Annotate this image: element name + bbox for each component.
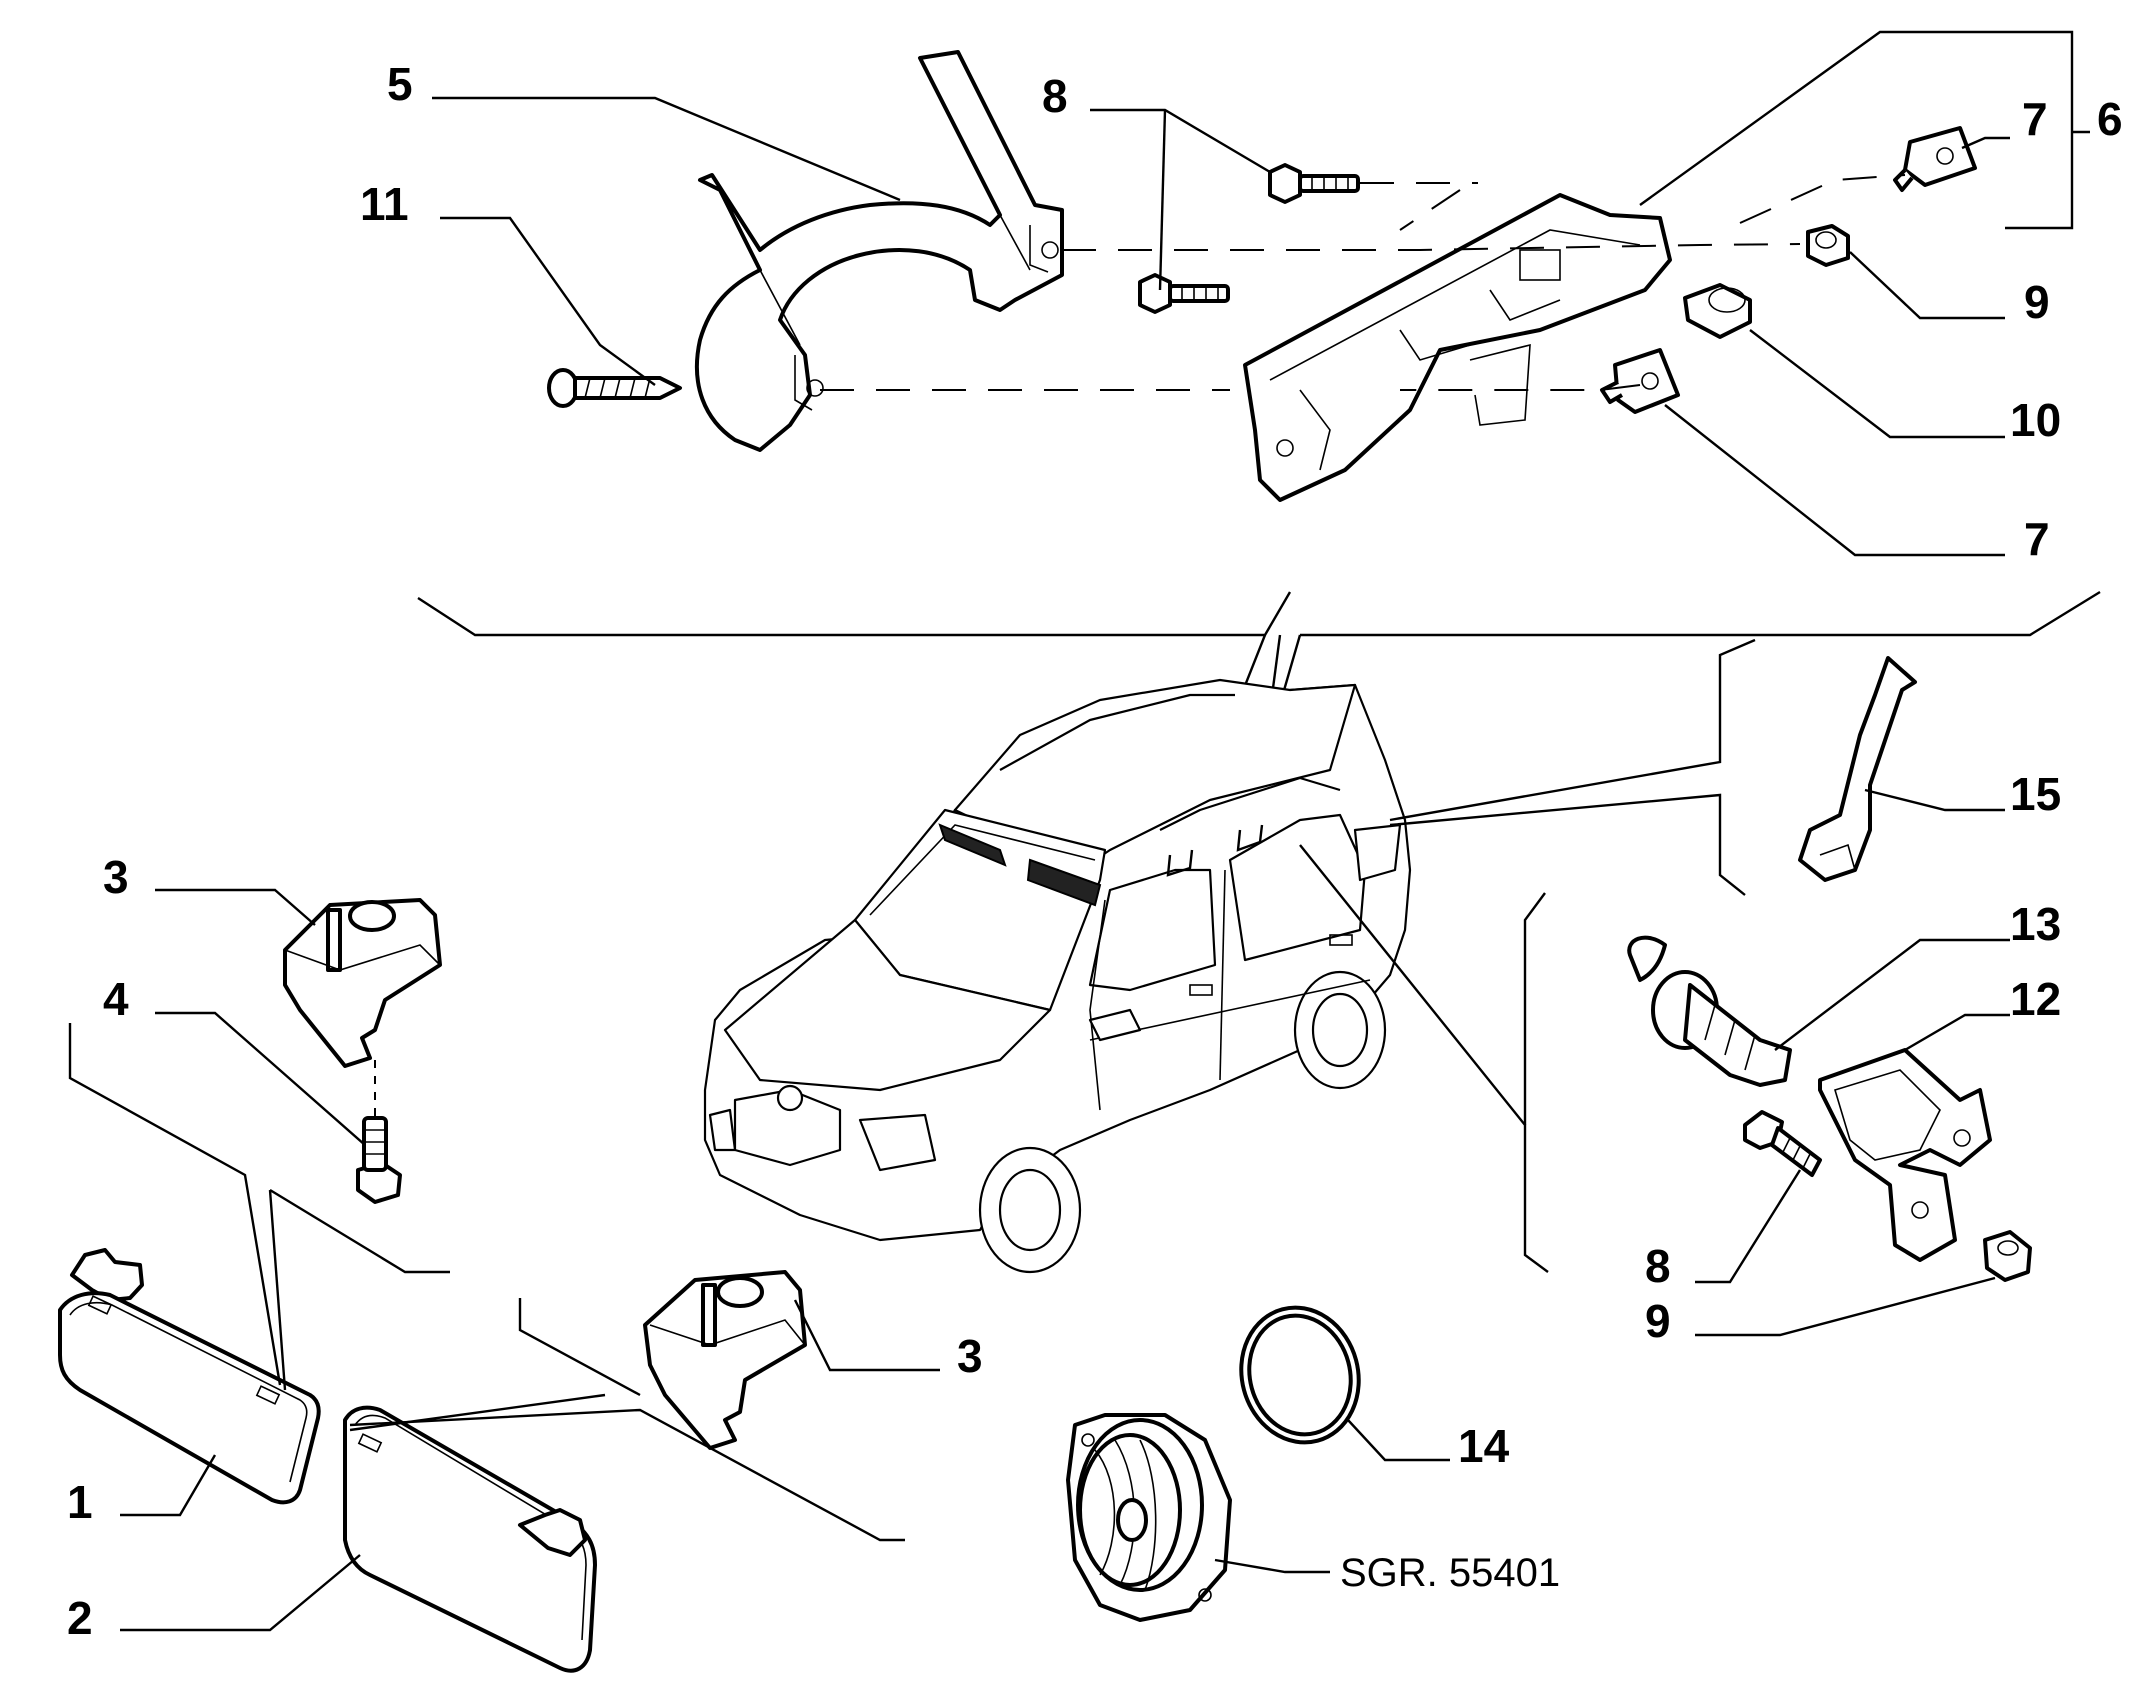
leader-13 bbox=[1774, 938, 2010, 1051]
callout-3b: 3 bbox=[957, 1330, 983, 1382]
nut-part-top bbox=[1806, 224, 1850, 267]
bracket-assembly-part bbox=[1243, 193, 1672, 502]
assembly-lines-top bbox=[820, 174, 1906, 391]
spacer-nut-part bbox=[1683, 283, 1752, 339]
nut-part-right bbox=[1983, 1230, 2032, 1282]
bolt-part-right bbox=[1743, 1110, 1822, 1177]
callout-7: 7 bbox=[2022, 93, 2048, 145]
leader-speaker bbox=[1214, 1558, 1330, 1574]
leader-14 bbox=[1347, 1419, 1450, 1462]
callout-7b: 7 bbox=[2024, 513, 2050, 565]
leader-15 bbox=[1864, 788, 2005, 812]
callout-13: 13 bbox=[2010, 898, 2061, 950]
callout-10: 10 bbox=[2010, 394, 2061, 446]
callout-2: 2 bbox=[67, 1592, 93, 1644]
callout-11: 11 bbox=[360, 178, 409, 230]
callout-9: 9 bbox=[2024, 276, 2050, 328]
leader-9b bbox=[1695, 1276, 1996, 1337]
leader-lines-top bbox=[432, 30, 2090, 557]
callout-8b: 8 bbox=[1645, 1240, 1671, 1292]
callout-1: 1 bbox=[67, 1476, 93, 1528]
bolt-part-top1 bbox=[1268, 163, 1360, 204]
leader-2 bbox=[120, 1554, 361, 1632]
callout-8: 8 bbox=[1042, 70, 1068, 122]
visor-support-part-lower bbox=[643, 1270, 807, 1450]
sun-visor-right-part bbox=[343, 1405, 597, 1673]
speaker-part bbox=[1066, 1413, 1232, 1622]
leader-3a bbox=[155, 888, 316, 926]
seal-ring-part bbox=[1239, 1305, 1361, 1445]
leader-3b bbox=[793, 1299, 940, 1372]
reference-code: SGR. 55401 bbox=[1340, 1551, 1560, 1595]
visor-support-part-upper bbox=[283, 898, 442, 1068]
callout-3a: 3 bbox=[103, 851, 129, 903]
bolt-part-4 bbox=[356, 1116, 402, 1204]
callout-6: 6 bbox=[2097, 93, 2123, 145]
leader-lines-right bbox=[1299, 638, 1756, 1273]
tapping-screw-part bbox=[547, 368, 682, 408]
callout-4: 4 bbox=[103, 973, 129, 1025]
bracket-arch-part bbox=[694, 50, 1064, 452]
callout-15: 15 bbox=[2010, 768, 2061, 820]
leader-12 bbox=[1904, 1013, 2010, 1052]
callout-14: 14 bbox=[1458, 1420, 1510, 1472]
push-fastener-part bbox=[1627, 935, 1792, 1087]
bracket-small-part bbox=[1818, 1048, 1992, 1262]
bolt-part-top2 bbox=[1138, 273, 1230, 314]
callout-5: 5 bbox=[387, 58, 413, 110]
leader-4 bbox=[155, 1011, 366, 1146]
handle-part bbox=[1798, 656, 1917, 882]
car-overview bbox=[703, 678, 1412, 1274]
clip-nut-part-top bbox=[1893, 126, 1977, 192]
sun-visor-left-part bbox=[58, 1248, 321, 1505]
callout-12: 12 bbox=[2010, 973, 2061, 1025]
group-separator-left bbox=[68, 1023, 905, 1542]
clip-nut-part-bottom bbox=[1600, 348, 1680, 414]
leader-8b bbox=[1695, 1169, 1802, 1284]
callout-9b: 9 bbox=[1645, 1295, 1671, 1347]
leader-1 bbox=[120, 1454, 217, 1517]
